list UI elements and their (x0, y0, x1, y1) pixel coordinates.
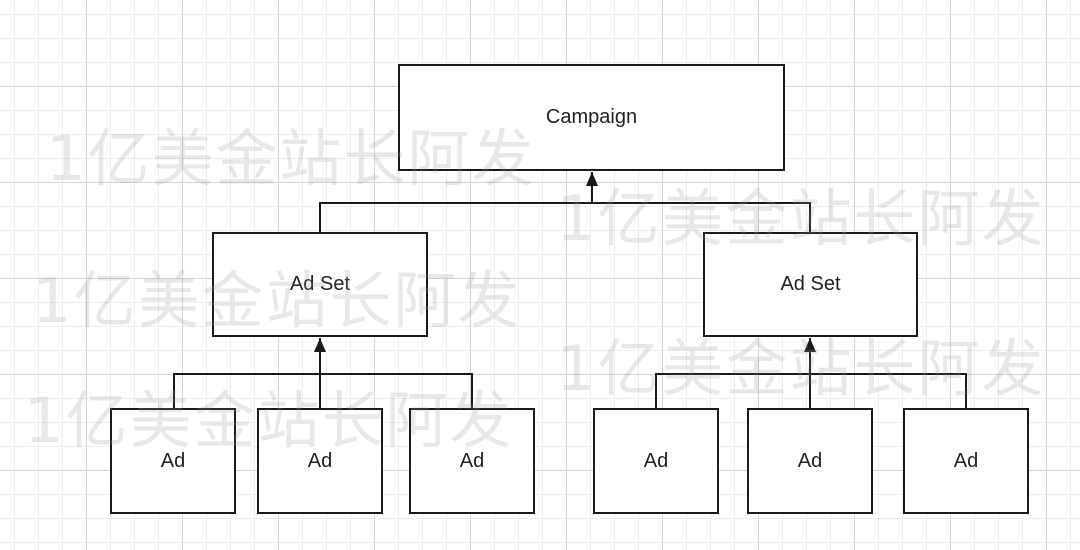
connector-adsets-to-campaign (319, 172, 811, 232)
ad-label: Ad (643, 449, 669, 472)
campaign-node[interactable]: Campaign (398, 64, 785, 171)
ad-label: Ad (797, 449, 823, 472)
ad-label: Ad (459, 449, 485, 472)
ad-node-3[interactable]: Ad (409, 408, 535, 514)
adset-label: Ad Set (289, 273, 351, 295)
ad-label: Ad (160, 449, 186, 472)
adset-label: Ad Set (780, 273, 841, 295)
ad-node-5[interactable]: Ad (747, 408, 873, 514)
ad-label: Ad (307, 449, 333, 472)
adset-node-left[interactable]: Ad Set (212, 232, 428, 337)
ad-node-1[interactable]: Ad (110, 408, 236, 514)
ad-node-2[interactable]: Ad (257, 408, 383, 514)
adset-node-right[interactable]: Ad Set (703, 232, 918, 337)
ad-node-4[interactable]: Ad (593, 408, 719, 514)
campaign-label: Campaign (545, 106, 638, 128)
connector-right-ads-to-adset (655, 338, 967, 408)
connector-left-ads-to-adset (173, 338, 473, 408)
ad-label: Ad (953, 449, 979, 472)
ad-node-6[interactable]: Ad (903, 408, 1029, 514)
